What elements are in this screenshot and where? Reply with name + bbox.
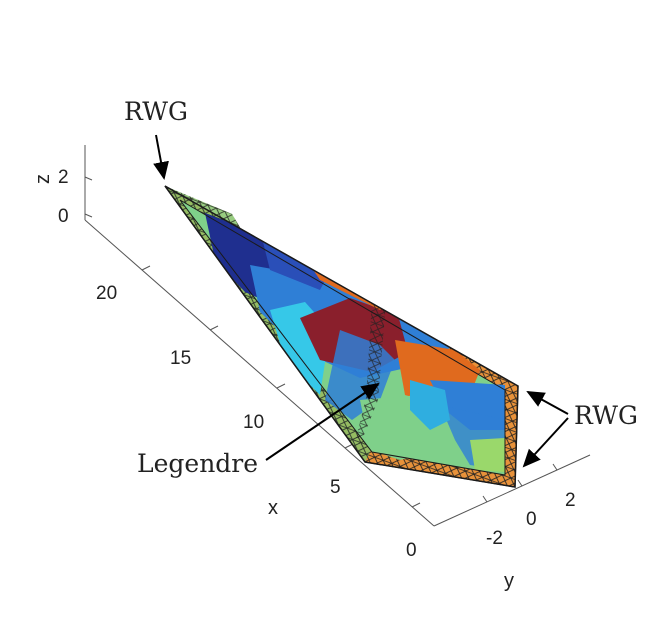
annotation-legendre: Legendre	[137, 382, 380, 478]
x-tick-label: 5	[330, 477, 341, 498]
x-tick-labels: 0 5 10 15 20	[96, 283, 417, 561]
y-tick-label: 0	[526, 509, 537, 530]
rwg-right-arrow-upper	[526, 391, 569, 415]
rwg-top-label: RWG	[124, 97, 188, 126]
inner-field	[180, 200, 505, 475]
rwg-right-arrow-lower	[522, 417, 569, 468]
z-tick-label: 0	[58, 206, 69, 227]
x-axis-line	[84, 219, 435, 527]
y-axis-line	[433, 454, 591, 527]
x-axis-label: x	[268, 497, 278, 519]
axes-frame	[84, 145, 591, 527]
y-tick-label: -2	[486, 528, 503, 549]
y-tick-labels: -2 0 2	[486, 490, 576, 549]
y-tick-label: 2	[565, 490, 576, 511]
z-axis-label: z	[32, 174, 54, 184]
y-axis-label: y	[504, 570, 514, 592]
z-tick-labels: 2 0	[58, 167, 69, 227]
rwg-right-label: RWG	[574, 401, 638, 430]
legendre-label: Legendre	[137, 449, 258, 478]
legendre-arrow	[265, 382, 380, 461]
annotation-rwg-right: RWG	[522, 391, 638, 468]
x-tick-label: 20	[96, 283, 117, 304]
x-tick-label: 15	[170, 348, 191, 369]
x-tick-label: 0	[406, 540, 417, 561]
annotation-rwg-top: RWG	[124, 97, 188, 180]
z-tick-label: 2	[58, 167, 69, 188]
x-tick-label: 10	[243, 412, 264, 433]
rwg-top-arrow	[153, 134, 169, 180]
